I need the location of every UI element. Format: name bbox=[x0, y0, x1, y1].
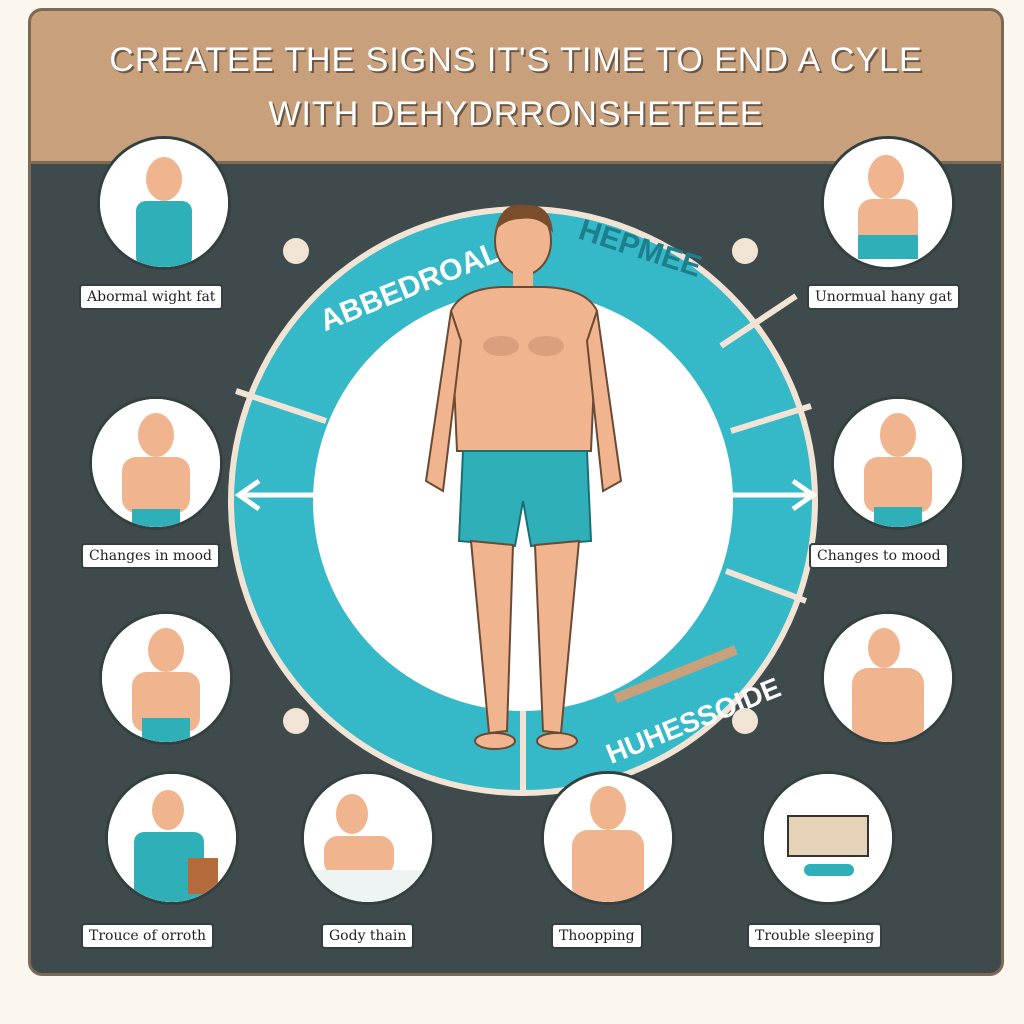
sign-label: Abormal wight fat bbox=[79, 284, 224, 310]
arrow-left-icon bbox=[234, 478, 331, 512]
connector-dot bbox=[732, 238, 758, 264]
title-line-1: CREATEE THE SIGNS IT'S TIME TO END A CYL… bbox=[109, 41, 923, 79]
sign-illustration-6 bbox=[821, 611, 955, 745]
connector-dot bbox=[732, 708, 758, 734]
sign-illustration-5 bbox=[99, 611, 233, 745]
sign-illustration-3 bbox=[89, 396, 223, 530]
sign-illustration-7 bbox=[105, 771, 239, 905]
sign-illustration-1 bbox=[97, 136, 231, 270]
sign-label: Changes in mood bbox=[81, 543, 221, 569]
sign-illustration-9 bbox=[541, 771, 675, 905]
poster: CREATEE THE SIGNS IT'S TIME TO END A CYL… bbox=[28, 8, 1004, 976]
central-man-figure bbox=[424, 204, 623, 750]
arrow-right-icon bbox=[721, 478, 818, 512]
sign-label: Thoopping bbox=[551, 923, 643, 949]
sign-label: Trouce of orroth bbox=[81, 923, 214, 949]
center-ring-diagram: ABBEDROAL HEPMEE HUHESSOIDE bbox=[228, 204, 818, 796]
sign-illustration-2 bbox=[821, 136, 955, 270]
title-line-2: WITH DEHYDRRONSHETEEE bbox=[268, 95, 764, 133]
sign-illustration-4 bbox=[831, 396, 965, 530]
header-banner: CREATEE THE SIGNS IT'S TIME TO END A CYL… bbox=[31, 11, 1001, 164]
connector-dot bbox=[283, 708, 309, 734]
sign-label: Gody thain bbox=[321, 923, 415, 949]
sign-illustration-8 bbox=[301, 771, 435, 905]
sign-label: Unormual hany gat bbox=[807, 284, 961, 310]
sign-label: Trouble sleeping bbox=[747, 923, 883, 949]
sign-label: Changes to mood bbox=[809, 543, 949, 569]
connector-dot bbox=[283, 238, 309, 264]
sign-illustration-10 bbox=[761, 771, 895, 905]
